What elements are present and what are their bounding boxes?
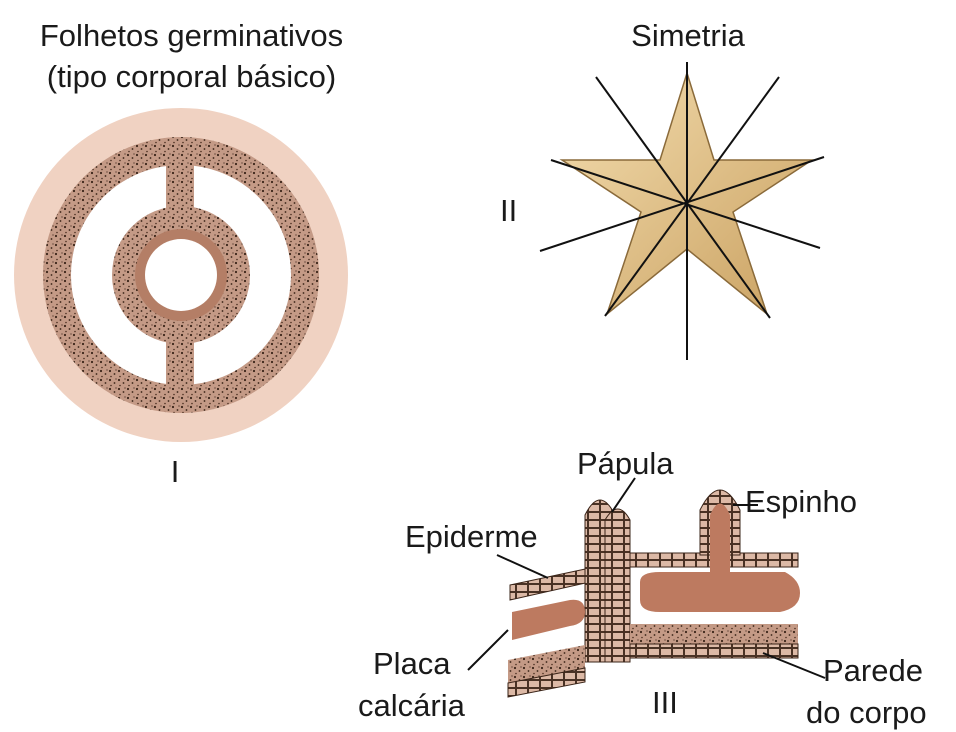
epidermis-strip: [510, 568, 590, 600]
papula: [605, 509, 630, 662]
body-wall-layer: [630, 624, 798, 644]
gut-lumen: [145, 239, 217, 311]
germ-layers-diagram: [14, 108, 348, 442]
calcareous-plate: [512, 600, 585, 640]
body-wall-diagram: [508, 490, 800, 697]
leader-placa: [468, 630, 508, 670]
calcareous-plate: [640, 572, 800, 612]
leader-epiderme: [497, 555, 548, 578]
symmetry-star: [540, 62, 824, 360]
leader-papula: [612, 478, 635, 512]
